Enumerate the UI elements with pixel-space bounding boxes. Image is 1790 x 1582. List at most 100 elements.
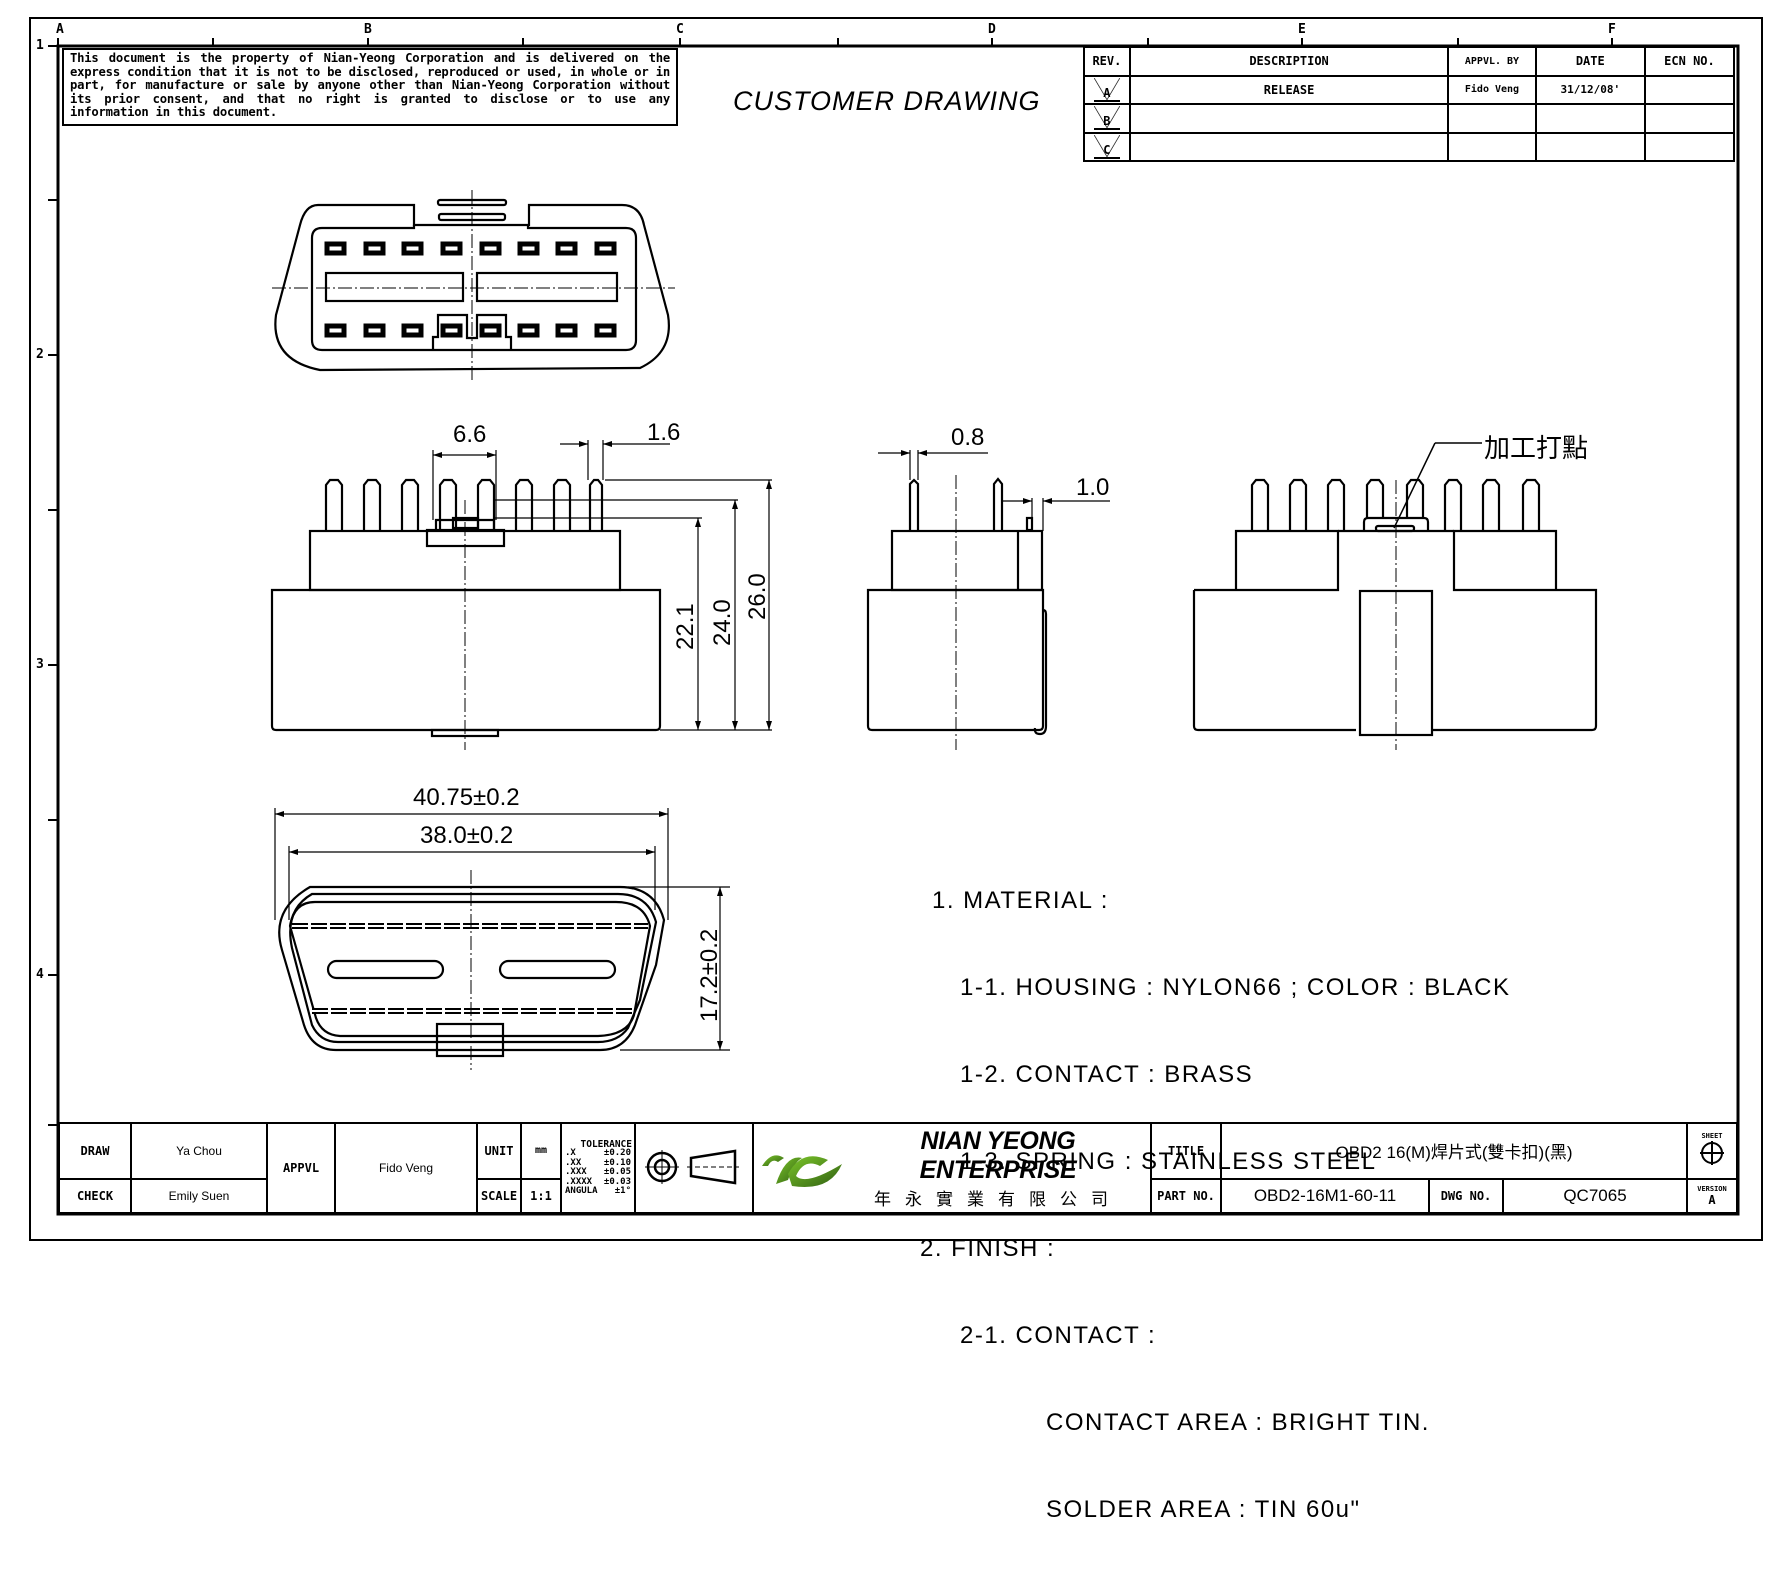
callout-label: 加工打點 bbox=[1484, 434, 1589, 464]
date-cell: 31/12/08' bbox=[1534, 74, 1646, 105]
dim-side-pin-width: 0.8 bbox=[951, 424, 985, 451]
tolerance-row: ANGULA±1° bbox=[562, 1186, 634, 1197]
tolerance-row: .XXXX ±0.03 bbox=[562, 1176, 634, 1188]
rev-triangle-a: A bbox=[1093, 78, 1120, 102]
drawing-sheet: A B C D E F 1 2 3 4 This document is the… bbox=[29, 17, 1763, 1523]
ecn-header: ECN NO. bbox=[1643, 46, 1736, 77]
rev-triangle-b: B bbox=[1093, 106, 1120, 131]
scale-label: SCALE bbox=[476, 1177, 522, 1215]
company-logo: NIAN YEONG ENTERPRISE 年永實業有限公司 bbox=[754, 1127, 1150, 1210]
side-upper-body bbox=[890, 529, 1044, 592]
approved-by-cell: Fido Veng bbox=[1447, 74, 1537, 105]
projection-symbol-cell bbox=[634, 1122, 754, 1214]
title-block: DRAW Ya Chou APPVL Fido Veng UNIT mm TOL… bbox=[58, 1122, 1738, 1215]
appvl-name: Fido Veng bbox=[334, 1122, 478, 1214]
draw-name: Ya Chou bbox=[130, 1122, 268, 1180]
front-centerlines bbox=[272, 190, 675, 380]
dim-depth: 17.2±0.2 bbox=[696, 928, 723, 1022]
title-label: TITLE bbox=[1150, 1122, 1222, 1180]
version-value: A bbox=[1708, 1192, 1716, 1207]
title-value: OBD2 16(M)焊片式(雙卡扣)(黑) bbox=[1220, 1122, 1688, 1180]
appvl-label: APPVL bbox=[266, 1122, 336, 1214]
rev-cell: A bbox=[1083, 74, 1131, 105]
tolerance-block: TOLERANCE .X±0.20 .XX ±0.10 .XXX ±0.05 .XX… bbox=[560, 1122, 636, 1214]
zone-col-f: F bbox=[1608, 22, 1616, 37]
front-outer-shell bbox=[274, 203, 670, 372]
note-contact: 1-2. CONTACT : BRASS bbox=[960, 1061, 1254, 1088]
elevation-view bbox=[270, 440, 772, 750]
tolerance-value: ±0.05 bbox=[603, 1167, 631, 1177]
tolerance-key: .XXXX bbox=[565, 1176, 593, 1187]
side-spring-clip bbox=[1033, 608, 1048, 736]
top-mid-shell bbox=[289, 892, 658, 1044]
sheet-symbol-icon bbox=[1700, 1141, 1724, 1166]
approved-by-header: APPVL. BY bbox=[1447, 46, 1537, 77]
tolerance-key: .X bbox=[565, 1148, 576, 1158]
scale-value: 1:1 bbox=[520, 1177, 562, 1215]
top-inner-shell bbox=[288, 900, 652, 1038]
rev-cell: C bbox=[1083, 131, 1131, 162]
rev-header: REV. bbox=[1083, 46, 1131, 77]
zone-col-c: C bbox=[676, 22, 684, 37]
part-no-label: PART NO. bbox=[1150, 1177, 1222, 1215]
approved-by-cell bbox=[1447, 131, 1537, 162]
note-solder-area: SOLDER AREA : TIN 60u" bbox=[1046, 1496, 1361, 1523]
note-housing: 1-1. HOUSING : NYLON66 ; COLOR : BLACK bbox=[960, 974, 1511, 1001]
rear-pins bbox=[1250, 478, 1541, 531]
front-pin-holes-top bbox=[324, 241, 617, 256]
dim-outer-width: 40.75±0.2 bbox=[413, 784, 520, 811]
draw-label: DRAW bbox=[58, 1122, 132, 1180]
sheet-cell: SHEET bbox=[1686, 1122, 1738, 1180]
ecn-cell bbox=[1643, 74, 1736, 105]
check-label: CHECK bbox=[58, 1177, 132, 1215]
tolerance-row: .X±0.20 bbox=[562, 1148, 634, 1159]
approved-by-cell bbox=[1447, 103, 1537, 134]
note-material: 1. MATERIAL : bbox=[932, 887, 1109, 914]
ecn-cell bbox=[1643, 103, 1736, 134]
tolerance-value: ±0.10 bbox=[603, 1157, 631, 1168]
description-cell bbox=[1128, 131, 1450, 162]
description-cell: RELEASE bbox=[1128, 74, 1450, 105]
tolerance-value: ±1° bbox=[614, 1186, 631, 1196]
dwg-no-label: DWG NO. bbox=[1428, 1177, 1504, 1215]
sheet-label: SHEET bbox=[1701, 1132, 1723, 1141]
dim-side-gap: 1.0 bbox=[1076, 474, 1110, 501]
tolerance-key: .XX bbox=[565, 1157, 582, 1168]
elevation-lower-body bbox=[270, 588, 662, 732]
description-cell bbox=[1128, 103, 1450, 134]
dim-height-total: 26.0 bbox=[744, 573, 771, 620]
date-cell bbox=[1534, 103, 1646, 134]
callout-leader bbox=[1393, 442, 1436, 529]
revision-row: B bbox=[1083, 103, 1736, 134]
zone-col-e: E bbox=[1298, 22, 1306, 37]
proprietary-notice: This document is the property of Nian-Ye… bbox=[62, 48, 678, 126]
tolerance-key: .XXX bbox=[565, 1167, 587, 1177]
date-cell bbox=[1534, 131, 1646, 162]
front-slot-right bbox=[475, 271, 619, 303]
company-name-en: NIAN YEONG ENTERPRISE bbox=[919, 1126, 1077, 1184]
tolerance-title: TOLERANCE bbox=[580, 1138, 632, 1150]
revision-row: A RELEASE Fido Veng 31/12/08' bbox=[1083, 74, 1736, 105]
side-lower-body bbox=[866, 588, 1045, 732]
top-slot-right bbox=[498, 959, 617, 980]
revision-row: C bbox=[1083, 131, 1736, 162]
sheet-border bbox=[29, 17, 1763, 1241]
note-contact-finish: 2-1. CONTACT : bbox=[960, 1322, 1157, 1349]
company-logo-cell: NIAN YEONG ENTERPRISE 年永實業有限公司 bbox=[752, 1122, 1152, 1214]
dim-pin-group-width: 6.6 bbox=[453, 421, 487, 448]
check-name: Emily Suen bbox=[130, 1177, 268, 1215]
ecn-cell bbox=[1643, 131, 1736, 162]
zone-row-4: 4 bbox=[36, 967, 44, 982]
top-latch bbox=[435, 1022, 505, 1058]
revision-table: REV. DESCRIPTION APPVL. BY DATE ECN NO. … bbox=[1083, 46, 1736, 162]
dim-height-mid: 24.0 bbox=[709, 599, 736, 646]
zone-col-d: D bbox=[988, 22, 996, 37]
zone-row-3: 3 bbox=[36, 657, 44, 672]
side-pin-right bbox=[992, 477, 1004, 531]
description-header: DESCRIPTION bbox=[1128, 46, 1450, 77]
version-cell: VERSION A bbox=[1686, 1177, 1738, 1215]
front-view bbox=[272, 190, 675, 380]
dim-height-short: 22.1 bbox=[672, 603, 699, 650]
tolerance-value: ±0.03 bbox=[603, 1176, 631, 1187]
side-view bbox=[866, 450, 1110, 750]
